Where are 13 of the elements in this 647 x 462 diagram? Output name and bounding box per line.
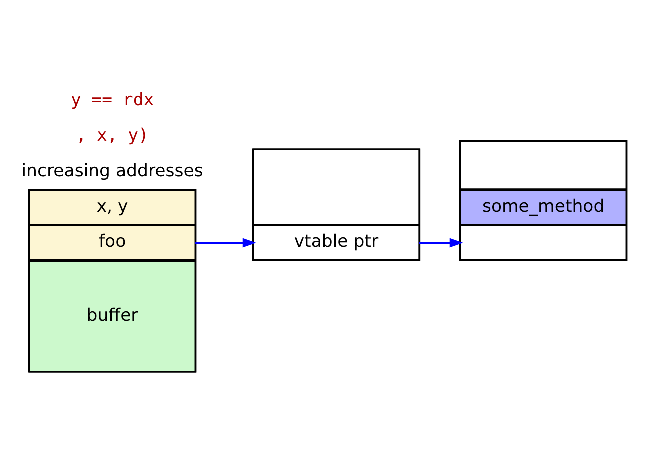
node-box: vtable ptr xyxy=(252,224,420,260)
node-box xyxy=(460,140,628,190)
label: y == rdx xyxy=(71,90,154,110)
label: , x, y) xyxy=(76,125,149,146)
label: increasing addresses xyxy=(22,160,204,181)
node-box: some_method xyxy=(460,189,628,225)
node-box: buffer xyxy=(28,260,196,372)
node-box: x, y xyxy=(28,189,196,225)
node-box: foo xyxy=(28,224,196,260)
node-box xyxy=(460,224,628,260)
arrow xyxy=(196,238,256,248)
arrow xyxy=(419,238,464,248)
node-box xyxy=(252,148,420,226)
